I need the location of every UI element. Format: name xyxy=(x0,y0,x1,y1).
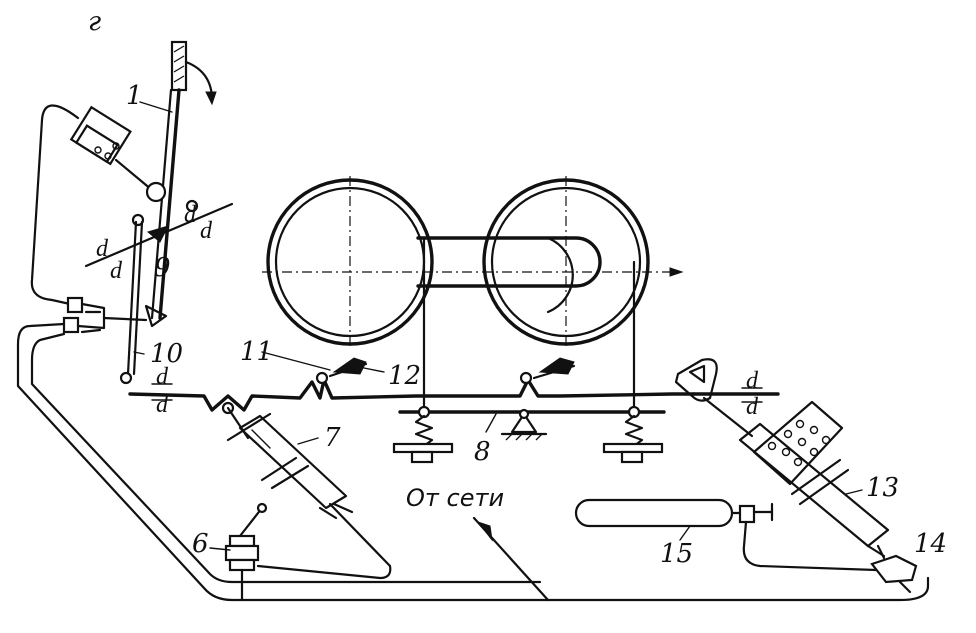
supply-pipe xyxy=(472,516,550,602)
svg-text:ԁ: ԁ xyxy=(156,362,169,390)
brake-cylinder-13 xyxy=(674,358,890,558)
svg-text:ԁ: ԁ xyxy=(746,366,759,394)
rod-10 xyxy=(119,220,144,385)
figure-letter: г xyxy=(88,7,101,37)
svg-text:ԁ: ԁ xyxy=(96,234,109,262)
wheelset xyxy=(262,176,684,350)
reservoir-15 xyxy=(574,498,878,572)
valve-14 xyxy=(870,544,918,594)
svg-text:ԁ: ԁ xyxy=(746,392,759,420)
label-12: 12 xyxy=(388,361,421,391)
label-9: 9 xyxy=(154,253,171,283)
balance-lever-8 xyxy=(392,236,666,464)
label-7: 7 xyxy=(324,423,341,453)
label-1: 1 xyxy=(126,81,143,111)
svg-text:ԁ: ԁ xyxy=(200,216,213,244)
label-8: 8 xyxy=(474,437,491,467)
hand-lever-1 xyxy=(144,40,217,328)
brake-shoe-11-12 xyxy=(328,357,576,380)
label-13: 13 xyxy=(866,473,899,503)
label-14: 14 xyxy=(914,529,947,559)
piping-left xyxy=(16,104,930,602)
supply-caption: От сети xyxy=(406,484,504,512)
svg-text:ԁ: ԁ xyxy=(156,390,169,418)
label-15: 15 xyxy=(660,539,693,569)
svg-text:ԁ: ԁ xyxy=(110,256,123,284)
svg-text:ԁ: ԁ xyxy=(184,200,197,228)
controller-valve xyxy=(69,105,167,203)
guide-plate-9: ԁ ԁ ԁ ԁ xyxy=(84,199,234,284)
brake-rigging: ԁ ԁ ԁ ԁ xyxy=(128,362,780,420)
valve-6 xyxy=(224,502,392,602)
label-6: 6 xyxy=(192,529,209,559)
label-10: 10 xyxy=(150,339,183,369)
leader-lines xyxy=(133,101,863,551)
brake-cylinder-7 xyxy=(226,406,354,520)
label-11: 11 xyxy=(240,337,273,367)
